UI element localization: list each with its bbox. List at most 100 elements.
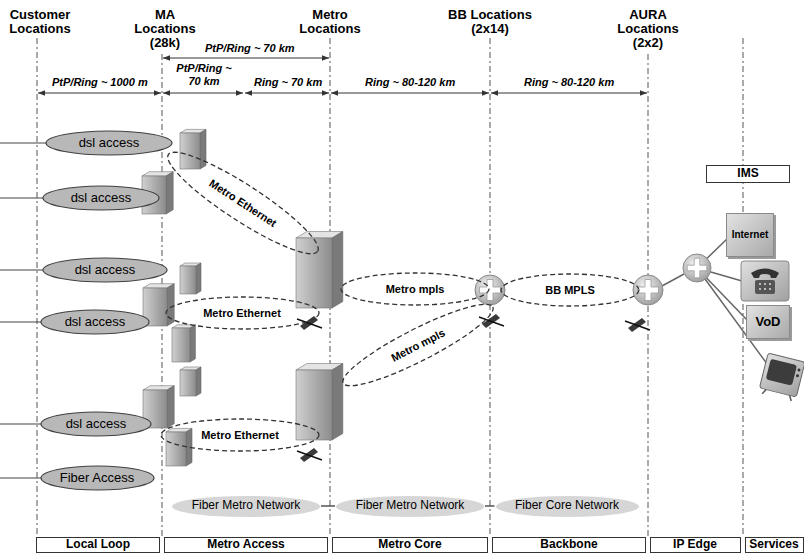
access-ellipse: dsl access <box>42 257 168 283</box>
fiber-network-oval: Fiber Core Network <box>495 495 640 518</box>
node-text: Metro mpls <box>389 326 447 364</box>
equipment-front <box>180 266 196 294</box>
distance-label: PtP/Ring ~ 70 km <box>173 62 235 88</box>
optical-link-fiber <box>297 451 322 460</box>
access-line <box>0 142 46 143</box>
access-line <box>0 477 41 478</box>
ellipse-shape <box>41 310 149 334</box>
ellipse-shape <box>172 496 320 517</box>
optical-link-fiber <box>625 321 650 330</box>
service-box: VoD <box>746 305 790 339</box>
equipment-front <box>166 432 186 466</box>
telephone-key <box>759 288 761 290</box>
router-cross <box>687 258 707 278</box>
node-text: Metro Access <box>207 538 285 552</box>
location-heading: Metro Locations <box>292 8 368 36</box>
service-box: Internet <box>726 213 774 257</box>
equipment-front <box>180 133 200 169</box>
distance-label: PtP/Ring ~ 70 km <box>203 42 297 55</box>
network-ring: Metro mpls <box>340 272 490 306</box>
optical-link-symbol <box>479 314 504 328</box>
television-leg <box>788 395 792 401</box>
television-leg <box>762 389 766 395</box>
equipment-side <box>332 364 343 440</box>
node-text: dsl access <box>75 263 136 278</box>
distance-label: Ring ~ 70 km <box>252 76 324 89</box>
location-heading: Customer Locations <box>2 8 78 36</box>
distance-label: PtP/Ring ~ 1000 m <box>50 76 150 89</box>
network-equipment <box>166 428 192 466</box>
ellipse-shape <box>43 258 167 282</box>
router-symbol <box>683 254 711 282</box>
node-text: Local Loop <box>66 538 130 552</box>
access-line-group <box>0 143 46 478</box>
access-ellipse: dsl access <box>42 185 160 211</box>
network-equipment <box>180 129 206 169</box>
network-ring: Metro mpls <box>335 291 502 398</box>
node-text: IP Edge <box>673 538 717 552</box>
optical-link-symbol <box>297 448 322 462</box>
column-divider <box>37 38 38 536</box>
telephone-tile <box>741 261 789 301</box>
distance-label: Ring ~ 80-120 km <box>363 76 457 89</box>
node-text: Metro Ethernet <box>203 307 281 320</box>
router-body <box>633 275 663 305</box>
network-equipment <box>172 325 195 362</box>
ellipse-shape <box>336 496 484 517</box>
equipment-front <box>180 370 196 396</box>
router-cross <box>638 280 659 301</box>
layer-band: Metro Core <box>332 537 488 553</box>
access-line <box>0 269 43 270</box>
access-ellipse: dsl access <box>40 309 150 335</box>
equipment-side <box>196 263 201 294</box>
node-text: Internet <box>732 229 769 241</box>
access-ellipse: Fiber Access <box>40 465 155 491</box>
column-divider-group <box>37 38 743 536</box>
optical-link-symbol <box>625 318 650 332</box>
node-text: Fiber Metro Network <box>356 499 465 513</box>
node-text: Backbone <box>540 538 597 552</box>
node-text: Metro Core <box>378 538 441 552</box>
ellipse-shape <box>341 273 489 305</box>
television-knob <box>797 368 801 372</box>
layer-band: IP Edge <box>650 537 741 553</box>
access-ellipse: dsl access <box>45 130 173 156</box>
node-text: dsl access <box>66 417 127 432</box>
node-text: Metro Ethernet <box>207 177 279 230</box>
router-symbol <box>633 275 663 305</box>
equipment-side <box>167 386 174 428</box>
ellipse-shape <box>166 297 319 329</box>
equipment-side <box>166 172 173 214</box>
distance-arrow-group <box>38 58 647 93</box>
telephone-base <box>755 280 775 294</box>
access-line <box>0 423 41 424</box>
location-heading: MA Locations (28k) <box>132 8 198 50</box>
equipment-front <box>172 328 190 362</box>
distance-label: Ring ~ 80-120 km <box>522 76 616 89</box>
ellipse-shape <box>159 139 328 266</box>
node-text: Fiber Metro Network <box>192 499 301 513</box>
ellipse-shape <box>41 412 151 436</box>
network-ring: Metro Ethernet <box>160 418 320 452</box>
ellipse-shape <box>161 419 319 451</box>
layer-band: Local Loop <box>36 537 160 553</box>
layer-band: Metro Access <box>164 537 328 553</box>
equipment-side <box>190 325 195 362</box>
optical-link-symbol <box>297 316 322 330</box>
network-ring: BB MPLS <box>500 273 640 307</box>
telephone-handset <box>751 269 779 279</box>
network-ring: Metro Ethernet <box>165 296 320 330</box>
access-ellipse: dsl access <box>40 411 152 437</box>
node-text: dsl access <box>71 191 132 206</box>
network-ring: Metro Ethernet <box>157 138 329 268</box>
distance-arrow <box>38 93 161 94</box>
network-equipment <box>296 232 343 308</box>
television-tile <box>759 353 804 397</box>
television-icon <box>758 353 804 402</box>
service-line <box>662 274 684 286</box>
layer-band: Backbone <box>492 537 646 553</box>
location-heading: AURA Locations (2x2) <box>613 8 683 50</box>
equipment-side <box>167 284 174 326</box>
equipment-side <box>196 367 201 396</box>
ellipse-shape <box>501 274 639 306</box>
